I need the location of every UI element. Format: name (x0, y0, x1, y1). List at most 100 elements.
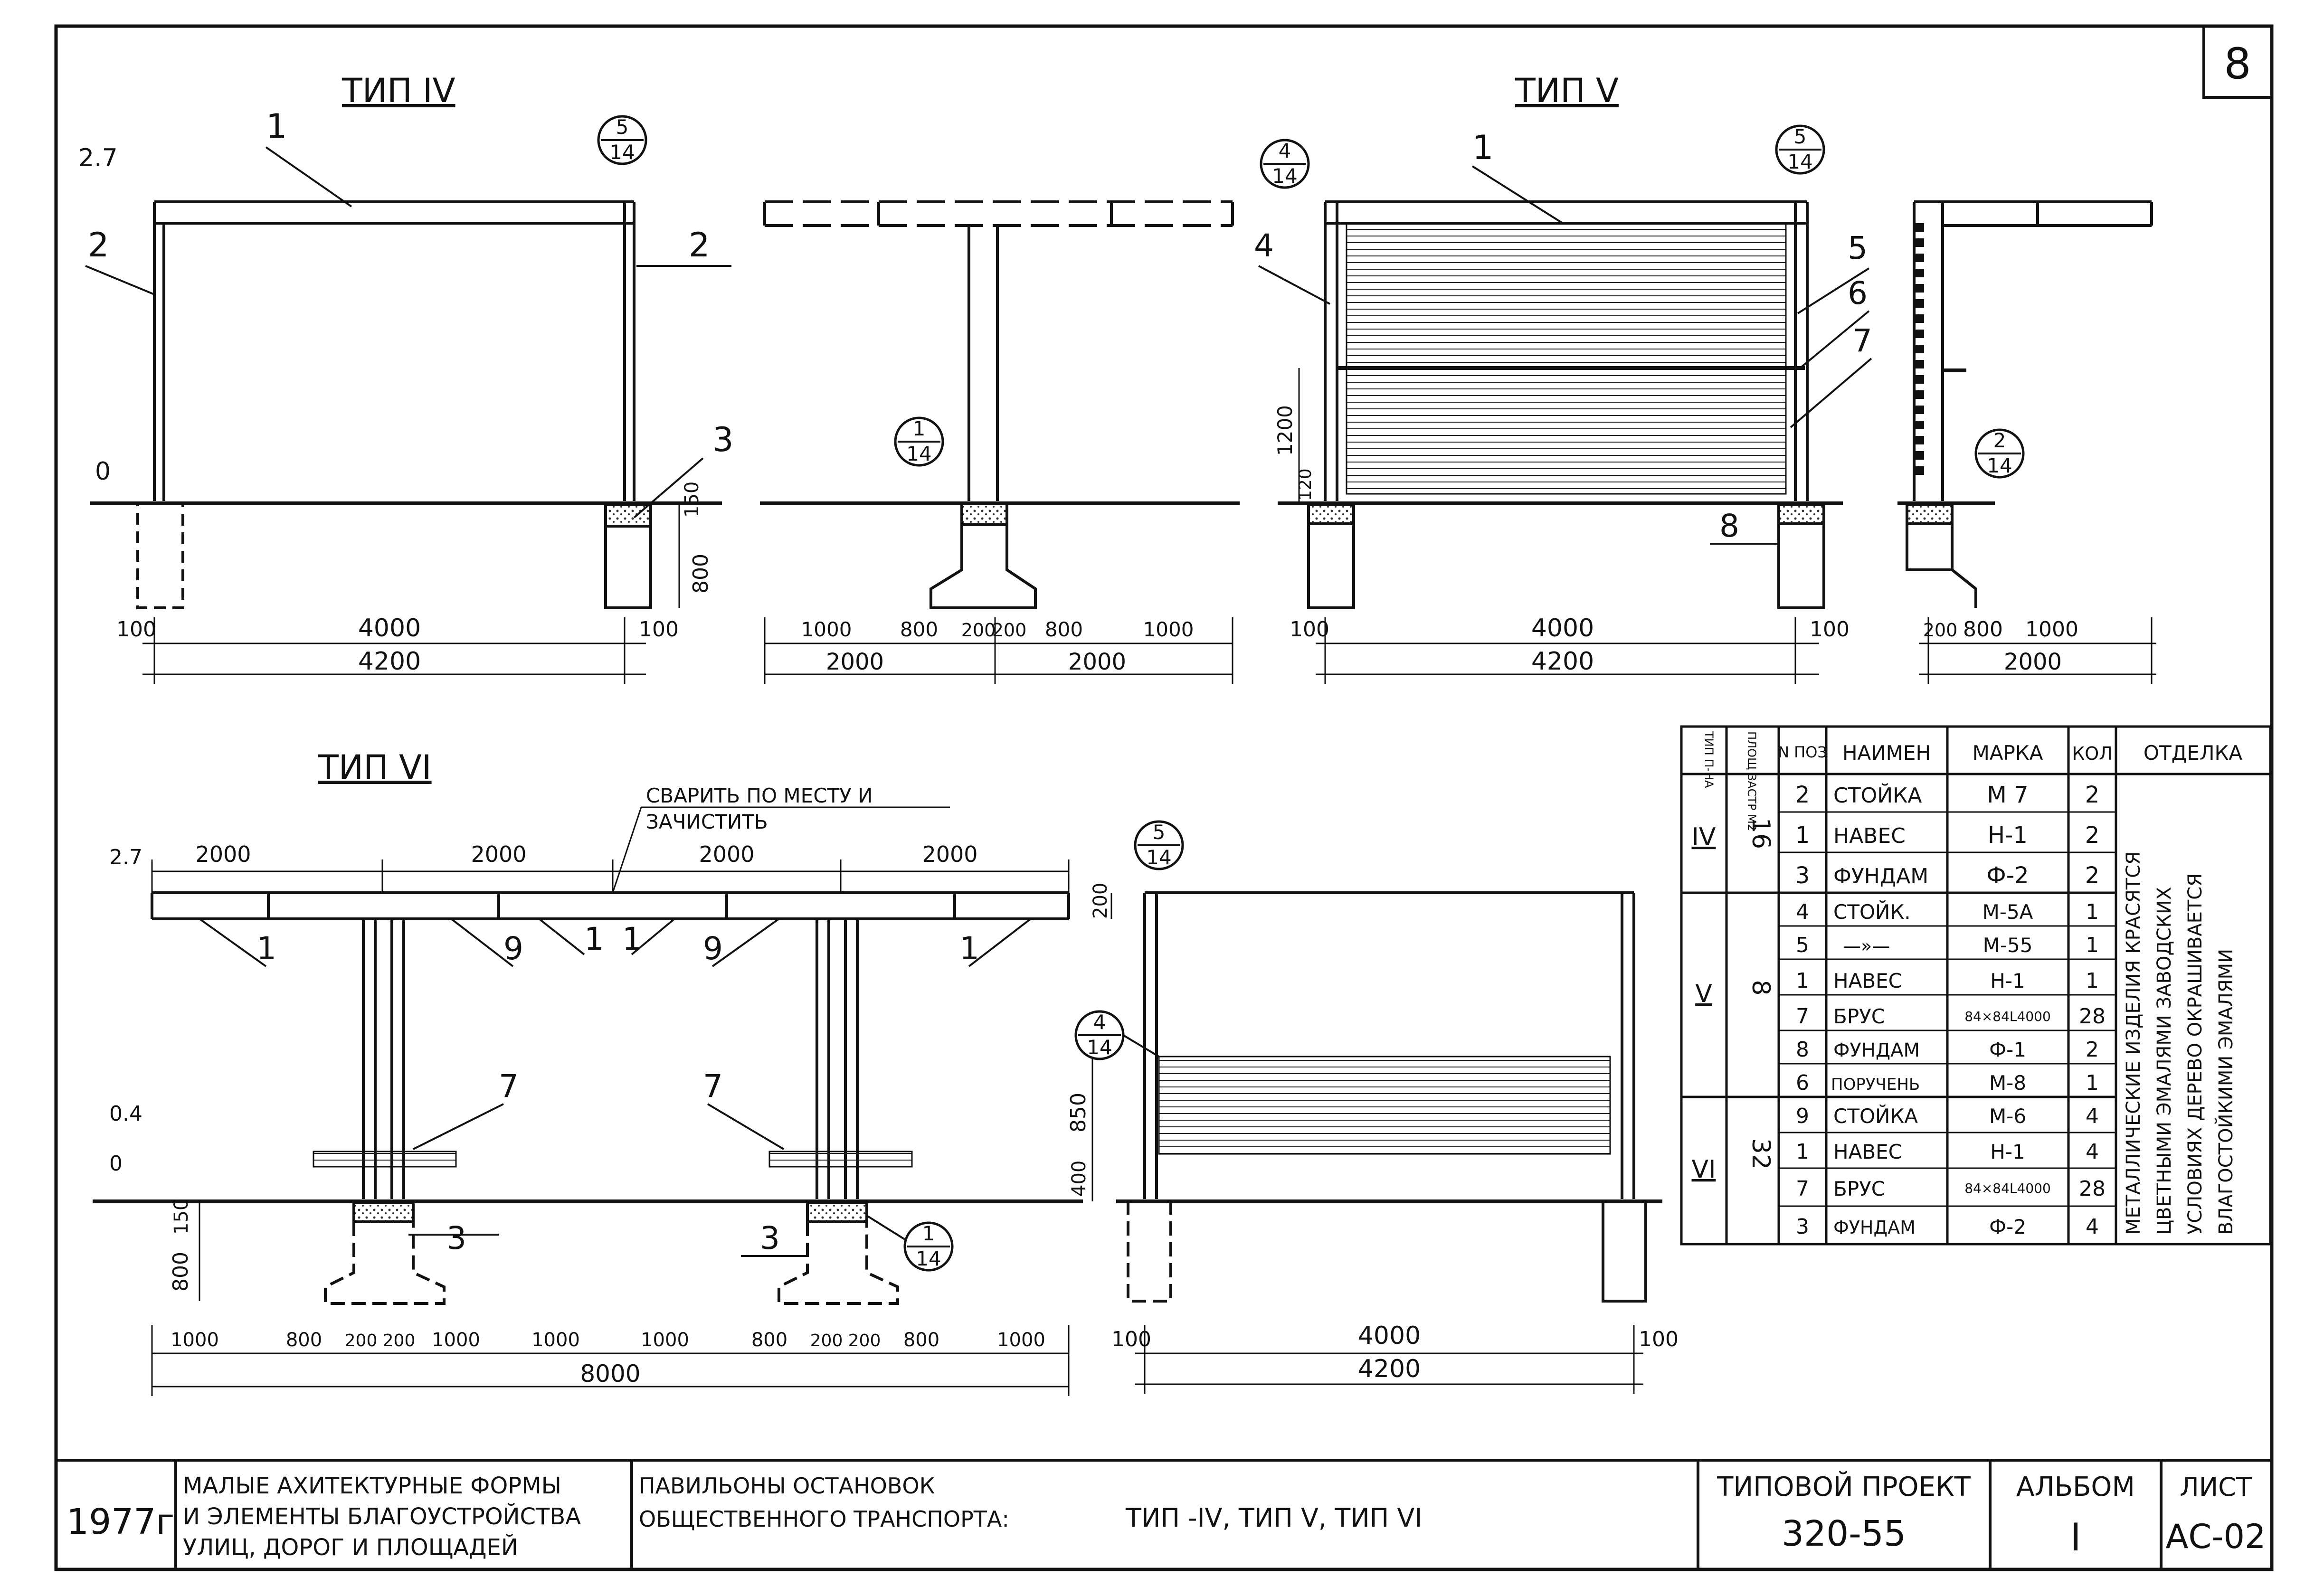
type5-side-dim-200: 200 (1923, 620, 1958, 641)
svg-text:ФУНДАМ: ФУНДАМ (1833, 864, 1928, 888)
svg-text:УСЛОВИЯХ ДЕРЕВО ОКРАШИВАЕТСЯ: УСЛОВИЯХ ДЕРЕВО ОКРАШИВАЕТСЯ (2184, 873, 2206, 1235)
svg-text:1: 1 (1796, 969, 1809, 993)
svg-text:2: 2 (2086, 1038, 2099, 1062)
svg-text:БРУС: БРУС (1833, 1177, 1885, 1200)
type5-front-view (1278, 200, 1843, 609)
svg-text:СТОЙКА: СТОЙКА (1833, 783, 1922, 808)
type5-side-dim-800: 800 (1963, 617, 2003, 642)
svg-text:14: 14 (1146, 846, 1171, 869)
type5-dim-1200: 1200 (1273, 405, 1297, 456)
sheet-number-box (2202, 25, 2273, 99)
sheet-number: 8 (2224, 39, 2251, 89)
svg-text:1000: 1000 (997, 1329, 1045, 1351)
svg-text:ФУНДАМ: ФУНДАМ (1833, 1039, 1920, 1061)
svg-text:8: 8 (1796, 1038, 1809, 1062)
spec-row: 3 ФУНДАМ Ф-2 2 (1795, 862, 2100, 889)
spec-header-finish: ОТДЕЛКА (2144, 741, 2242, 765)
svg-text:14: 14 (906, 442, 931, 465)
svg-text:3: 3 (1795, 862, 1810, 889)
type6-note-line1: СВАРИТЬ ПО МЕСТУ И (646, 784, 873, 807)
svg-text:84×84L4000: 84×84L4000 (1964, 1009, 2051, 1024)
type5-callout-8: 8 (1719, 508, 1739, 544)
type6-side-dim-200: 200 (1090, 883, 1111, 919)
type4-callout-2a: 2 (88, 226, 109, 264)
type5-dimension-lines (1316, 617, 1819, 684)
svg-text:14: 14 (1787, 150, 1812, 173)
type6-side-dim-4200: 4200 (1358, 1355, 1421, 1383)
svg-text:28: 28 (2079, 1177, 2106, 1201)
spec-finish-note: МЕТАЛЛИЧЕСКИЕ ИЗДЕЛИЯ КРАСЯТСЯ ЦВЕТНЫМИ … (2123, 851, 2237, 1235)
svg-text:5: 5 (1153, 821, 1166, 844)
title-types: ТИП -IV, ТИП V, ТИП VI (1125, 1503, 1422, 1533)
svg-text:14: 14 (1272, 164, 1297, 188)
svg-text:М 7: М 7 (1987, 782, 2028, 808)
svg-text:1: 1 (2086, 969, 2099, 993)
title-project-number: 320-55 (1782, 1513, 1906, 1554)
spec-type-vi: VI (1692, 1155, 1716, 1184)
title-org-line2: И ЭЛЕМЕНТЫ БЛАГОУСТРОЙСТВА (183, 1503, 581, 1530)
type6-side-dim-100-left: 100 (1111, 1327, 1151, 1351)
svg-text:800: 800 (286, 1329, 322, 1351)
svg-text:Ф-2: Ф-2 (1989, 1215, 2026, 1238)
svg-text:1: 1 (1796, 1140, 1809, 1164)
spec-type-v: V (1695, 980, 1712, 1008)
type5-detail-mark-a: 4 14 (1260, 139, 1310, 189)
type5-callout-7: 7 (1852, 322, 1872, 359)
spec-header-type: ТИП П-НА (1702, 731, 1716, 788)
spec-row: 1 НАВЕС Н-1 1 (1796, 969, 2099, 993)
svg-text:НАВЕС: НАВЕС (1833, 1140, 1902, 1163)
type6-level-04: 0.4 (109, 1102, 142, 1126)
type6-side-detail-mark-a: 5 14 (1134, 820, 1184, 870)
type6-callout-1b: 1 (584, 921, 604, 957)
type4-callout-1: 1 (266, 107, 287, 146)
type6-side-dim-400: 400 (1068, 1161, 1090, 1197)
type5-side-view (1897, 200, 2153, 608)
svg-text:Ф-2: Ф-2 (1986, 862, 2029, 889)
svg-text:1000: 1000 (531, 1329, 580, 1351)
svg-text:5: 5 (1796, 933, 1809, 957)
svg-text:2: 2 (1993, 429, 2006, 452)
title-project-label: ТИПОВОЙ ПРОЕКТ (1717, 1471, 1971, 1502)
type6-note-line2: ЗАЧИСТИТЬ (646, 810, 768, 833)
type4-front-view (90, 200, 722, 609)
svg-text:ФУНДАМ: ФУНДАМ (1833, 1217, 1916, 1238)
svg-text:1: 1 (913, 417, 926, 440)
svg-text:1000: 1000 (171, 1329, 219, 1351)
title-album-label: АЛЬБОМ (2016, 1472, 2135, 1502)
svg-text:4: 4 (1796, 900, 1809, 924)
type4-side-detail-mark: 1 14 (894, 416, 944, 467)
type5-dim-120: 120 (1296, 468, 1315, 501)
svg-text:4: 4 (1279, 139, 1291, 162)
type4-side-dim-200b: 200 (992, 620, 1027, 641)
type4-level-zero: 0 (95, 457, 111, 486)
svg-text:2: 2 (1795, 782, 1810, 808)
title-name-line1: ПАВИЛЬОНЫ ОСТАНОВОК (639, 1473, 935, 1499)
spec-area-iv: 16 (1746, 818, 1775, 849)
type4-callout-3: 3 (712, 420, 734, 459)
svg-text:5: 5 (616, 115, 629, 139)
svg-text:НАВЕС: НАВЕС (1833, 969, 1902, 992)
svg-text:ПОРУЧЕНЬ: ПОРУЧЕНЬ (1831, 1075, 1920, 1094)
type5-side-dimension-lines (1919, 617, 2156, 684)
type6-bottom-dim-labels: 1000 800 200 200 1000 1000 1000 800 200 … (171, 1329, 1045, 1351)
type5-callout-6: 6 (1848, 275, 1868, 312)
type4-title: ТИП IV (341, 71, 455, 110)
type6-title: ТИП VI (318, 748, 432, 787)
spec-row: 4 СТОЙК. М-5А 1 (1796, 900, 2099, 924)
title-block (56, 1459, 2272, 1569)
spec-row: 2 СТОЙКА М 7 2 (1795, 782, 2100, 808)
svg-text:9: 9 (1796, 1104, 1809, 1128)
spec-header-name: НАИМЕН (1842, 741, 1931, 765)
spec-header-pos: N ПОЗ (1778, 743, 1827, 761)
type5-side-dim-2000: 2000 (2004, 649, 2062, 675)
drawing-frame (54, 24, 2274, 1571)
type5-dim-4200: 4200 (1531, 647, 1594, 676)
type4-dim-vert-150: 150 (681, 482, 703, 518)
type5-detail-mark-b: 5 14 (1775, 124, 1825, 175)
spec-row: 8 ФУНДАМ Ф-1 2 (1796, 1038, 2099, 1062)
spec-area-v: 8 (1746, 980, 1775, 995)
type5-dim-100-left: 100 (1290, 617, 1329, 642)
svg-text:4: 4 (2086, 1140, 2099, 1164)
type6-side-dim-850: 850 (1066, 1093, 1091, 1133)
svg-text:Н-1: Н-1 (1990, 1140, 2025, 1163)
